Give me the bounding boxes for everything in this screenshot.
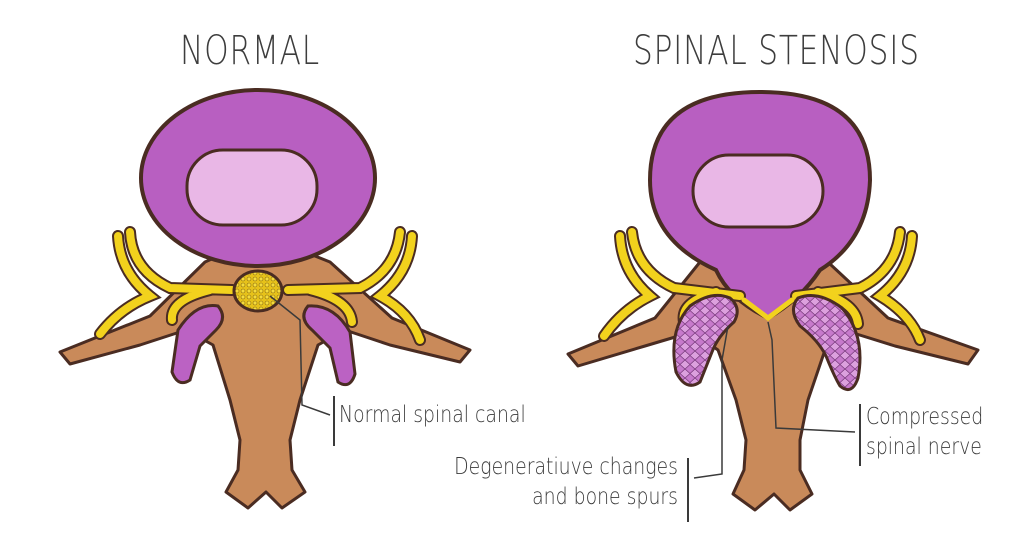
label-degenerative-line2: and bone spurs: [532, 484, 678, 510]
title-spinal-stenosis: SPINAL STENOSIS: [633, 28, 920, 74]
normal-nerve-right-fill: [284, 228, 424, 344]
bone-spur-left: [672, 293, 739, 387]
bone-spur-right: [792, 294, 862, 392]
label-compressed-spinal-nerve: Compressed spinal nerve: [866, 402, 983, 462]
label-degenerative-line1: Degeneratiuve changes: [454, 454, 678, 480]
normal-canal-leader: [269, 295, 331, 416]
stenosis-nucleus: [691, 153, 825, 229]
normal-facet-left: [170, 304, 224, 385]
label-normal-spinal-canal: Normal spinal canal: [339, 402, 526, 428]
normal-nucleus: [185, 148, 319, 227]
degenerative-leader: [693, 325, 729, 479]
normal-spinal-cord: [232, 269, 284, 313]
label-compressed-line2: spinal nerve: [866, 434, 982, 460]
normal-nerve-left-fill: [96, 228, 236, 338]
compressed-nerve: [741, 297, 795, 322]
label-degenerative-changes: Degeneratiuve changes and bone spurs: [454, 452, 678, 512]
normal-vertebra: [58, 88, 472, 510]
normal-facet-right: [302, 304, 357, 387]
stenosis-vertebra: [566, 89, 980, 522]
title-normal: NORMAL: [180, 28, 320, 74]
compressed-leader: [767, 321, 856, 433]
stenosis-nerve-right-fill: [792, 228, 924, 344]
label-compressed-line1: Compressed: [866, 404, 984, 430]
